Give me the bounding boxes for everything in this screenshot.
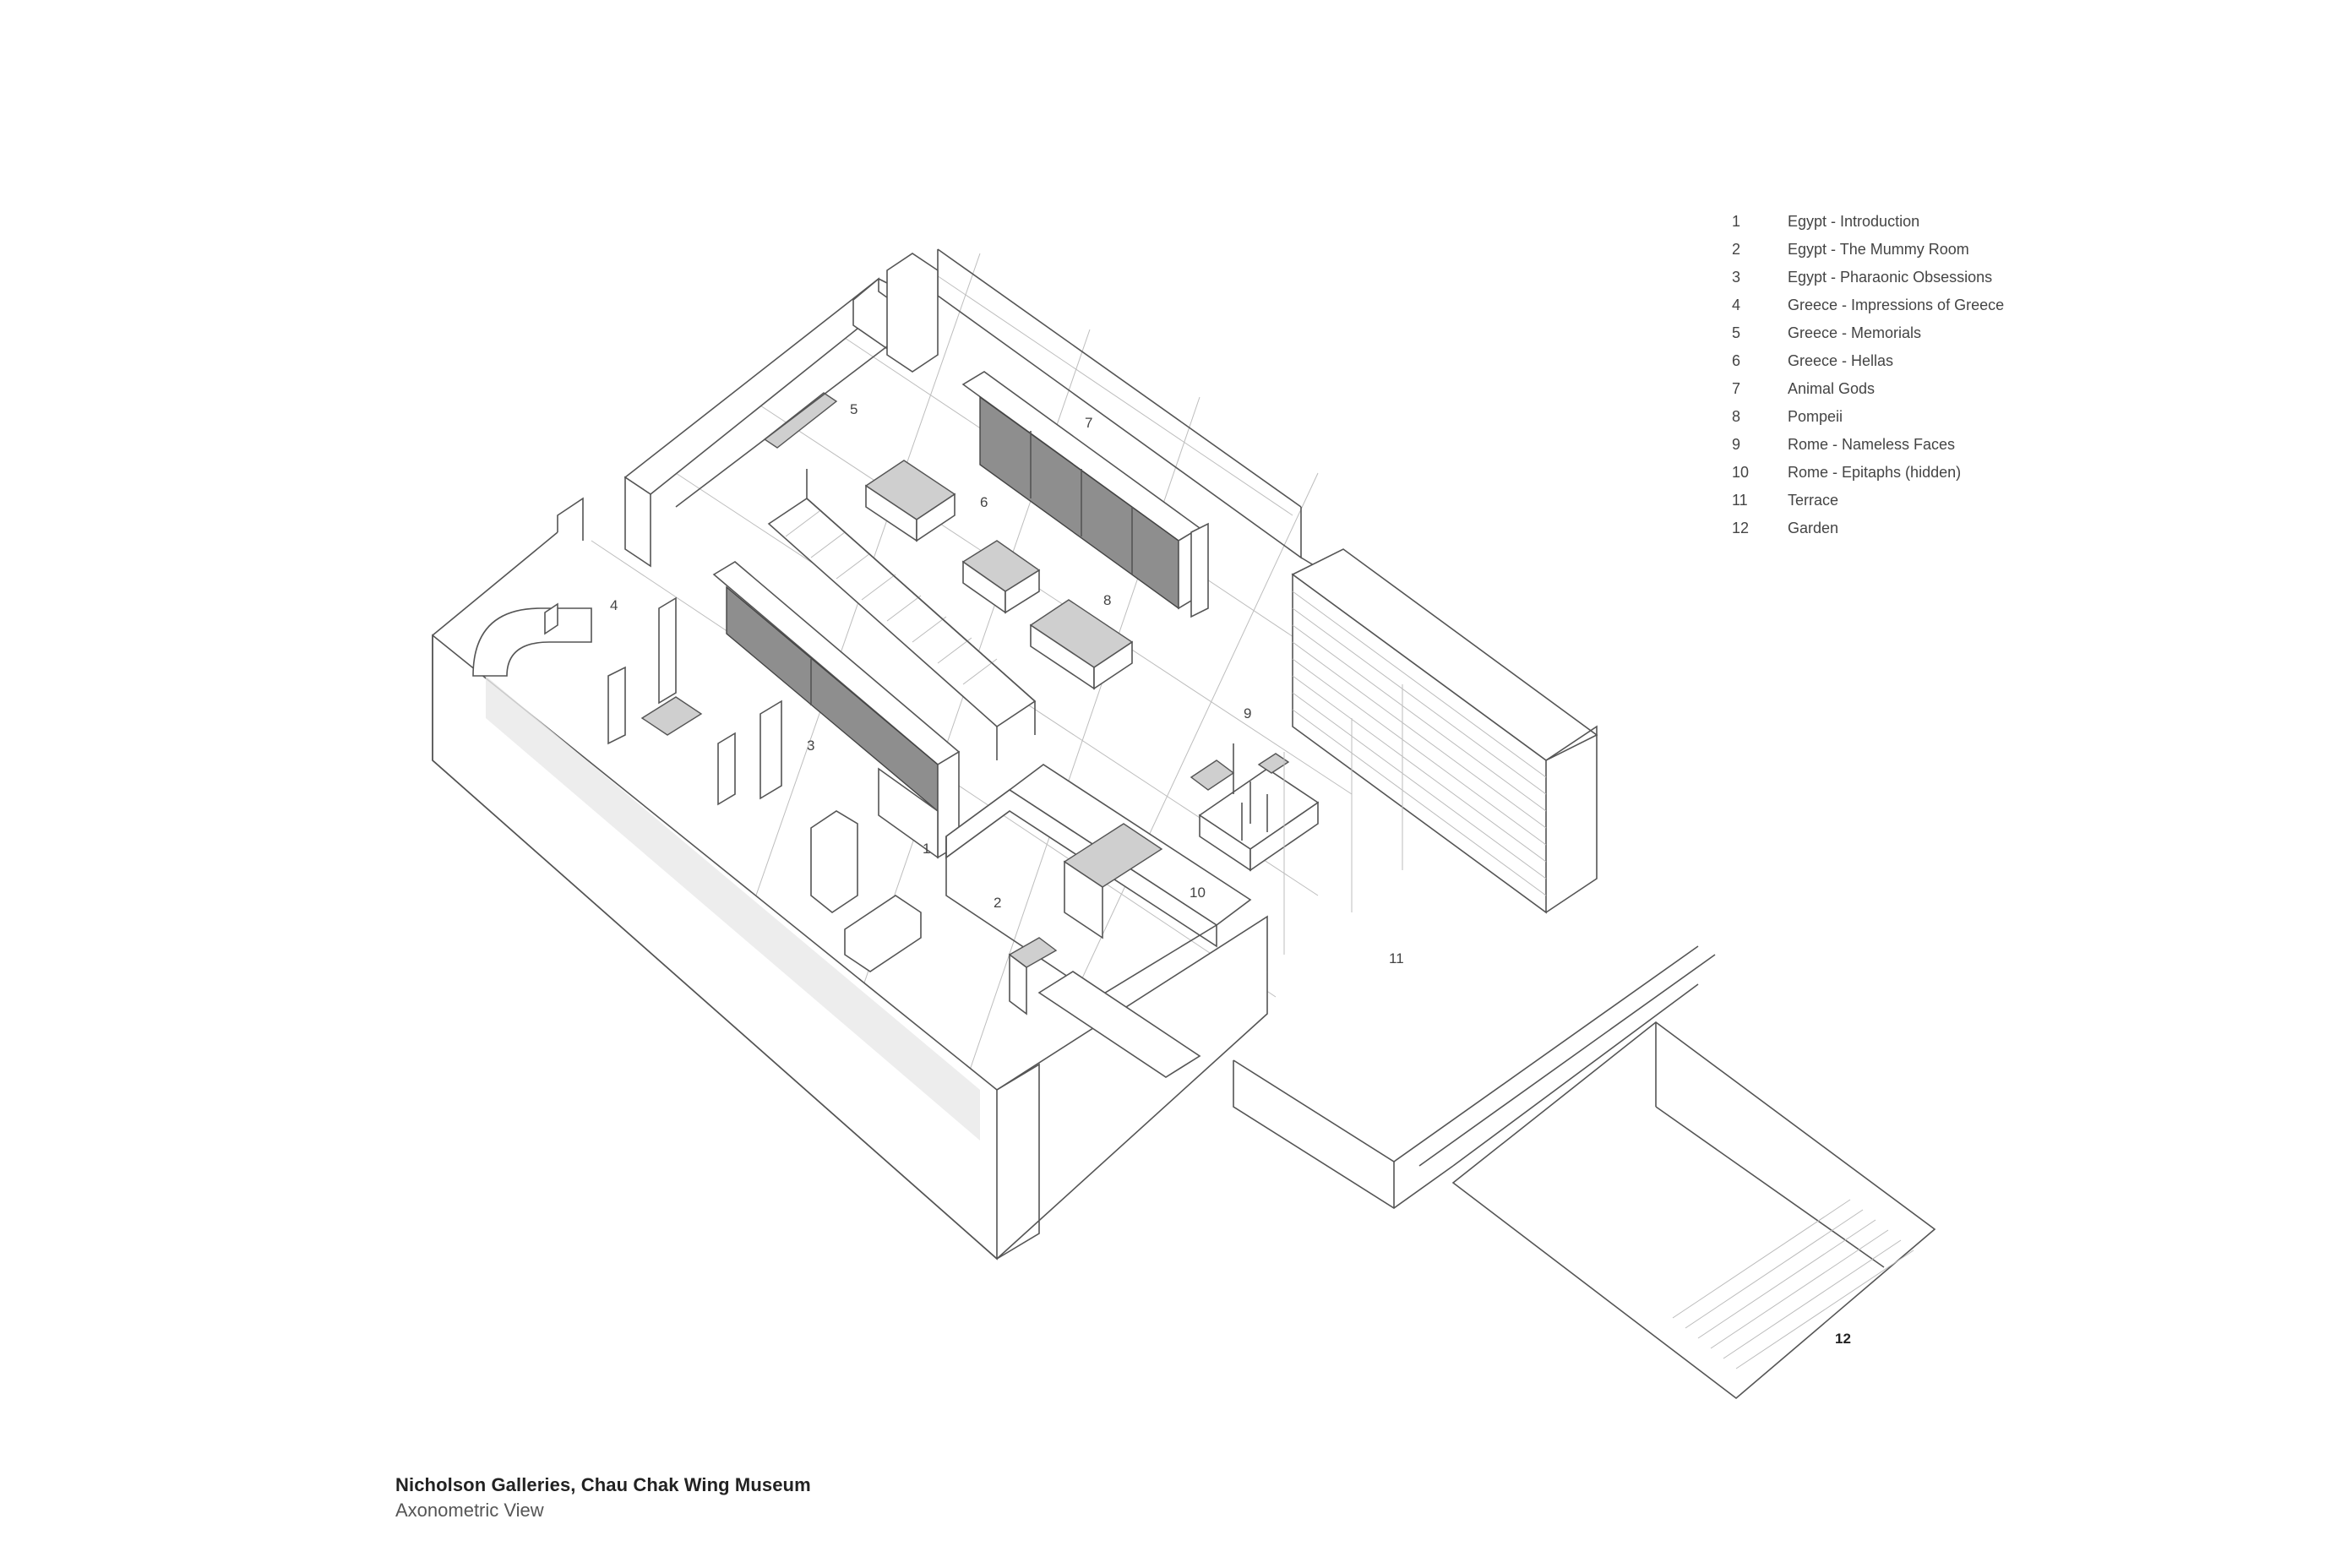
legend-label: Animal Gods [1788, 380, 1876, 397]
pharaonic-wall-cases [712, 561, 961, 859]
garden [1451, 1021, 1936, 1400]
terrace-facade [1283, 548, 1598, 955]
legend-label: Greece - Hellas [1788, 352, 1894, 369]
legend-item: 6 Greece - Hellas [1732, 352, 2205, 380]
legend-number: 11 [1732, 492, 1748, 509]
legend-number: 5 [1732, 324, 1741, 341]
room-legend: 1 Egypt - Introduction 2 Egypt - The Mummy… [1732, 213, 2205, 547]
room-number-7: 7 [1085, 415, 1092, 431]
legend-item: 9 Rome - Nameless Faces [1732, 436, 2205, 464]
legend-item: 4 Greece - Impressions of Greece [1732, 297, 2205, 324]
legend-item: 1 Egypt - Introduction [1732, 213, 2205, 241]
nameless-faces-podium [1190, 743, 1320, 872]
room-number-12: 12 [1835, 1331, 1851, 1347]
legend-number: 6 [1732, 352, 1741, 369]
room-number-9: 9 [1244, 705, 1251, 721]
animal-gods-case [961, 371, 1209, 618]
legend-label: Greece - Memorials [1788, 324, 1922, 341]
legend-item: 8 Pompeii [1732, 408, 2205, 436]
room-number-10: 10 [1190, 885, 1206, 901]
legend-number: 10 [1732, 464, 1750, 481]
room-number-6: 6 [980, 494, 988, 510]
room-number-labels: 1 2 3 4 5 6 7 8 9 10 11 12 [610, 401, 1851, 1347]
legend-number: 7 [1732, 380, 1741, 397]
central-stair [767, 469, 1037, 760]
legend-item: 3 Egypt - Pharaonic Obsessions [1732, 269, 2205, 297]
north-wall-memorials [623, 253, 939, 568]
hellas-cases [864, 460, 1041, 614]
room-number-8: 8 [1103, 592, 1111, 608]
caption-title: Nicholson Galleries, Chau Chak Wing Muse… [395, 1474, 811, 1495]
legend-item: 10 Rome - Epitaphs (hidden) [1732, 464, 2205, 492]
terrace-edge [1233, 945, 1716, 1209]
legend-number: 1 [1732, 213, 1741, 230]
legend-number: 9 [1732, 436, 1741, 453]
legend-label: Rome - Epitaphs (hidden) [1788, 464, 1962, 481]
legend-item: 5 Greece - Memorials [1732, 324, 2205, 352]
legend-label: Rome - Nameless Faces [1788, 436, 1956, 453]
legend-number: 2 [1732, 241, 1741, 258]
legend-label: Greece - Impressions of Greece [1788, 297, 2005, 313]
drawing-caption: Nicholson Galleries, Chau Chak Wing Muse… [395, 1474, 811, 1522]
legend-label: Garden [1788, 520, 1839, 536]
legend-item: 11 Terrace [1732, 492, 2205, 520]
room-number-1: 1 [923, 841, 930, 857]
legend-label: Egypt - The Mummy Room [1788, 241, 1969, 258]
legend-number: 12 [1732, 520, 1750, 536]
mummy-room [844, 764, 1252, 1078]
impressions-of-greece [472, 596, 858, 913]
legend-item: 7 Animal Gods [1732, 380, 2205, 408]
pompeii-case [1029, 599, 1134, 690]
legend-number: 3 [1732, 269, 1741, 286]
legend-label: Terrace [1788, 492, 1839, 509]
legend-item: 12 Garden [1732, 520, 2205, 547]
legend-label: Egypt - Pharaonic Obsessions [1788, 269, 1993, 286]
room-number-5: 5 [850, 401, 858, 417]
room-number-2: 2 [994, 895, 1001, 911]
room-number-4: 4 [610, 597, 618, 613]
room-number-3: 3 [807, 738, 814, 754]
room-number-11: 11 [1389, 950, 1404, 966]
legend-number: 4 [1732, 297, 1741, 313]
legend-item: 2 Egypt - The Mummy Room [1732, 241, 2205, 269]
legend-label: Egypt - Introduction [1788, 213, 1920, 230]
legend-number: 8 [1732, 408, 1741, 425]
caption-subtitle: Axonometric View [395, 1500, 544, 1521]
legend-label: Pompeii [1788, 408, 1843, 425]
